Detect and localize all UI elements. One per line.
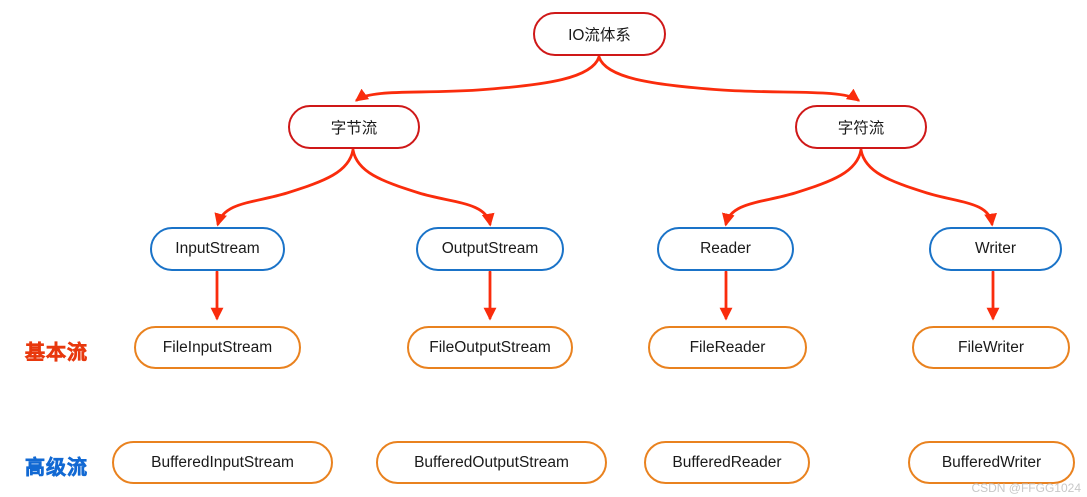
row-label-advanced-stream: 高级流 xyxy=(25,457,88,480)
node-fileinputstream: FileInputStream xyxy=(134,326,301,369)
node-outputstream: OutputStream xyxy=(416,227,564,271)
node-char-stream: 字符流 xyxy=(795,105,927,149)
node-bufferedreader: BufferedReader xyxy=(644,441,810,484)
node-io-stream-system: IO流体系 xyxy=(533,12,666,56)
node-fileoutputstream: FileOutputStream xyxy=(407,326,573,369)
node-byte-stream: 字节流 xyxy=(288,105,420,149)
edge-bytestream-inputstream xyxy=(214,148,355,227)
csdn-watermark: CSDN @FFGG1024 xyxy=(971,481,1081,495)
edge-root-bytestream xyxy=(354,55,601,102)
node-bufferedinputstream: BufferedInputStream xyxy=(112,441,333,484)
node-filereader: FileReader xyxy=(648,326,807,369)
node-bufferedwriter: BufferedWriter xyxy=(908,441,1075,484)
edge-root-charstream xyxy=(597,55,861,102)
node-filewriter: FileWriter xyxy=(912,326,1070,369)
node-bufferedoutputstream: BufferedOutputStream xyxy=(376,441,607,484)
edge-charstream-reader xyxy=(722,148,863,227)
node-reader: Reader xyxy=(657,227,794,271)
node-inputstream: InputStream xyxy=(150,227,285,271)
edge-bytestream-outputstream xyxy=(351,148,495,227)
row-label-basic-stream: 基本流 xyxy=(25,342,88,365)
node-writer: Writer xyxy=(929,227,1062,271)
edge-charstream-writer xyxy=(859,148,997,227)
